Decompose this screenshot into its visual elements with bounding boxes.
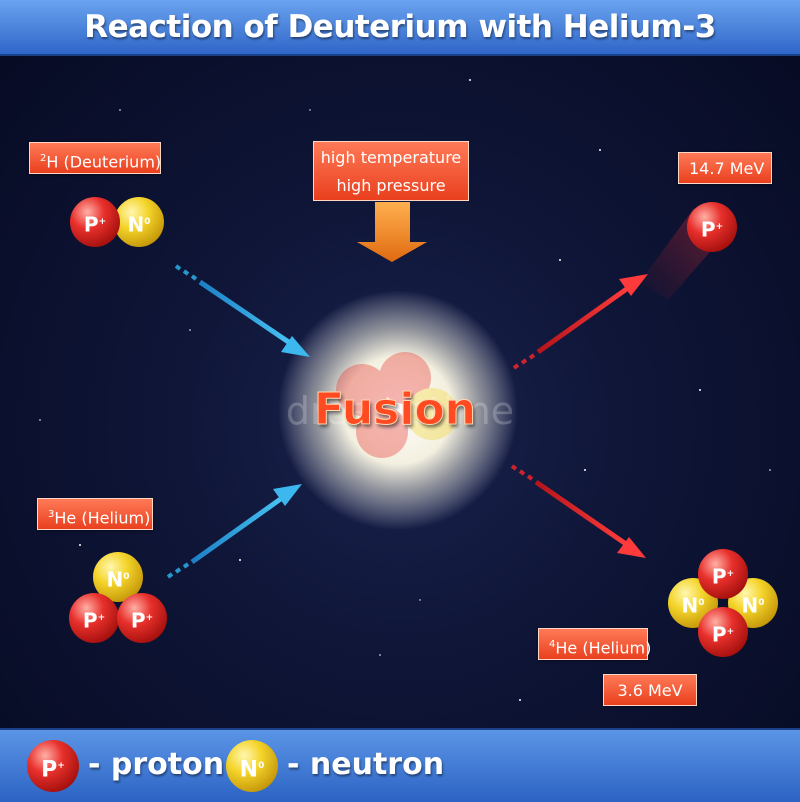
fusion-label: Fusion: [313, 384, 476, 436]
helium4-name: He (Helium): [555, 638, 652, 658]
helium4-mass-number: 4: [549, 639, 556, 650]
emitted-proton: P+: [687, 202, 737, 252]
incoming-arrow-helium3: [166, 484, 302, 579]
deuterium-neutron: N0: [114, 197, 164, 247]
legend-neutron-icon: N0: [226, 740, 278, 792]
diagram-title: Reaction of Deuterium with Helium-3: [84, 9, 716, 45]
deuterium-label: 2H (Deuterium): [29, 142, 161, 174]
helium3-label: 3He (Helium): [37, 498, 153, 530]
outgoing-arrow-proton: [512, 274, 648, 370]
legend-proton-icon: P+: [27, 740, 79, 792]
helium3-proton-right: P+: [117, 593, 167, 643]
condition-line-temperature: high temperature: [320, 148, 462, 167]
helium3-proton-left: P+: [69, 593, 119, 643]
fusion-glow: [278, 290, 518, 530]
helium3-mass-number: 3: [48, 509, 55, 520]
legend-bar: [0, 728, 800, 802]
stars: [39, 79, 771, 701]
legend-proton-text: - proton: [88, 747, 225, 782]
helium3-name: He (Helium): [54, 508, 151, 528]
incoming-arrow-deuterium: [174, 264, 310, 357]
helium4-energy-label: 3.6 MeV: [603, 674, 697, 706]
proton-energy-label: 14.7 MeV: [678, 152, 772, 184]
legend-neutron-text: - neutron: [287, 747, 445, 782]
condition-label: high temperature high pressure: [313, 141, 469, 201]
deuterium-proton: P+: [70, 197, 120, 247]
header-bar: Reaction of Deuterium with Helium-3: [0, 0, 800, 56]
helium4-proton-top: P+: [698, 549, 748, 599]
deuterium-name: H (Deuterium): [46, 152, 162, 172]
helium4-proton-bottom: P+: [698, 607, 748, 657]
condition-arrow: [357, 202, 427, 262]
condition-line-pressure: high pressure: [336, 176, 446, 195]
watermark: dreamstime: [285, 389, 515, 433]
fusion-nucleons: [336, 352, 458, 458]
helium4-label: 4He (Helium): [538, 628, 652, 660]
outgoing-arrow-helium4: [510, 464, 646, 558]
deuterium-mass-number: 2: [40, 153, 47, 164]
